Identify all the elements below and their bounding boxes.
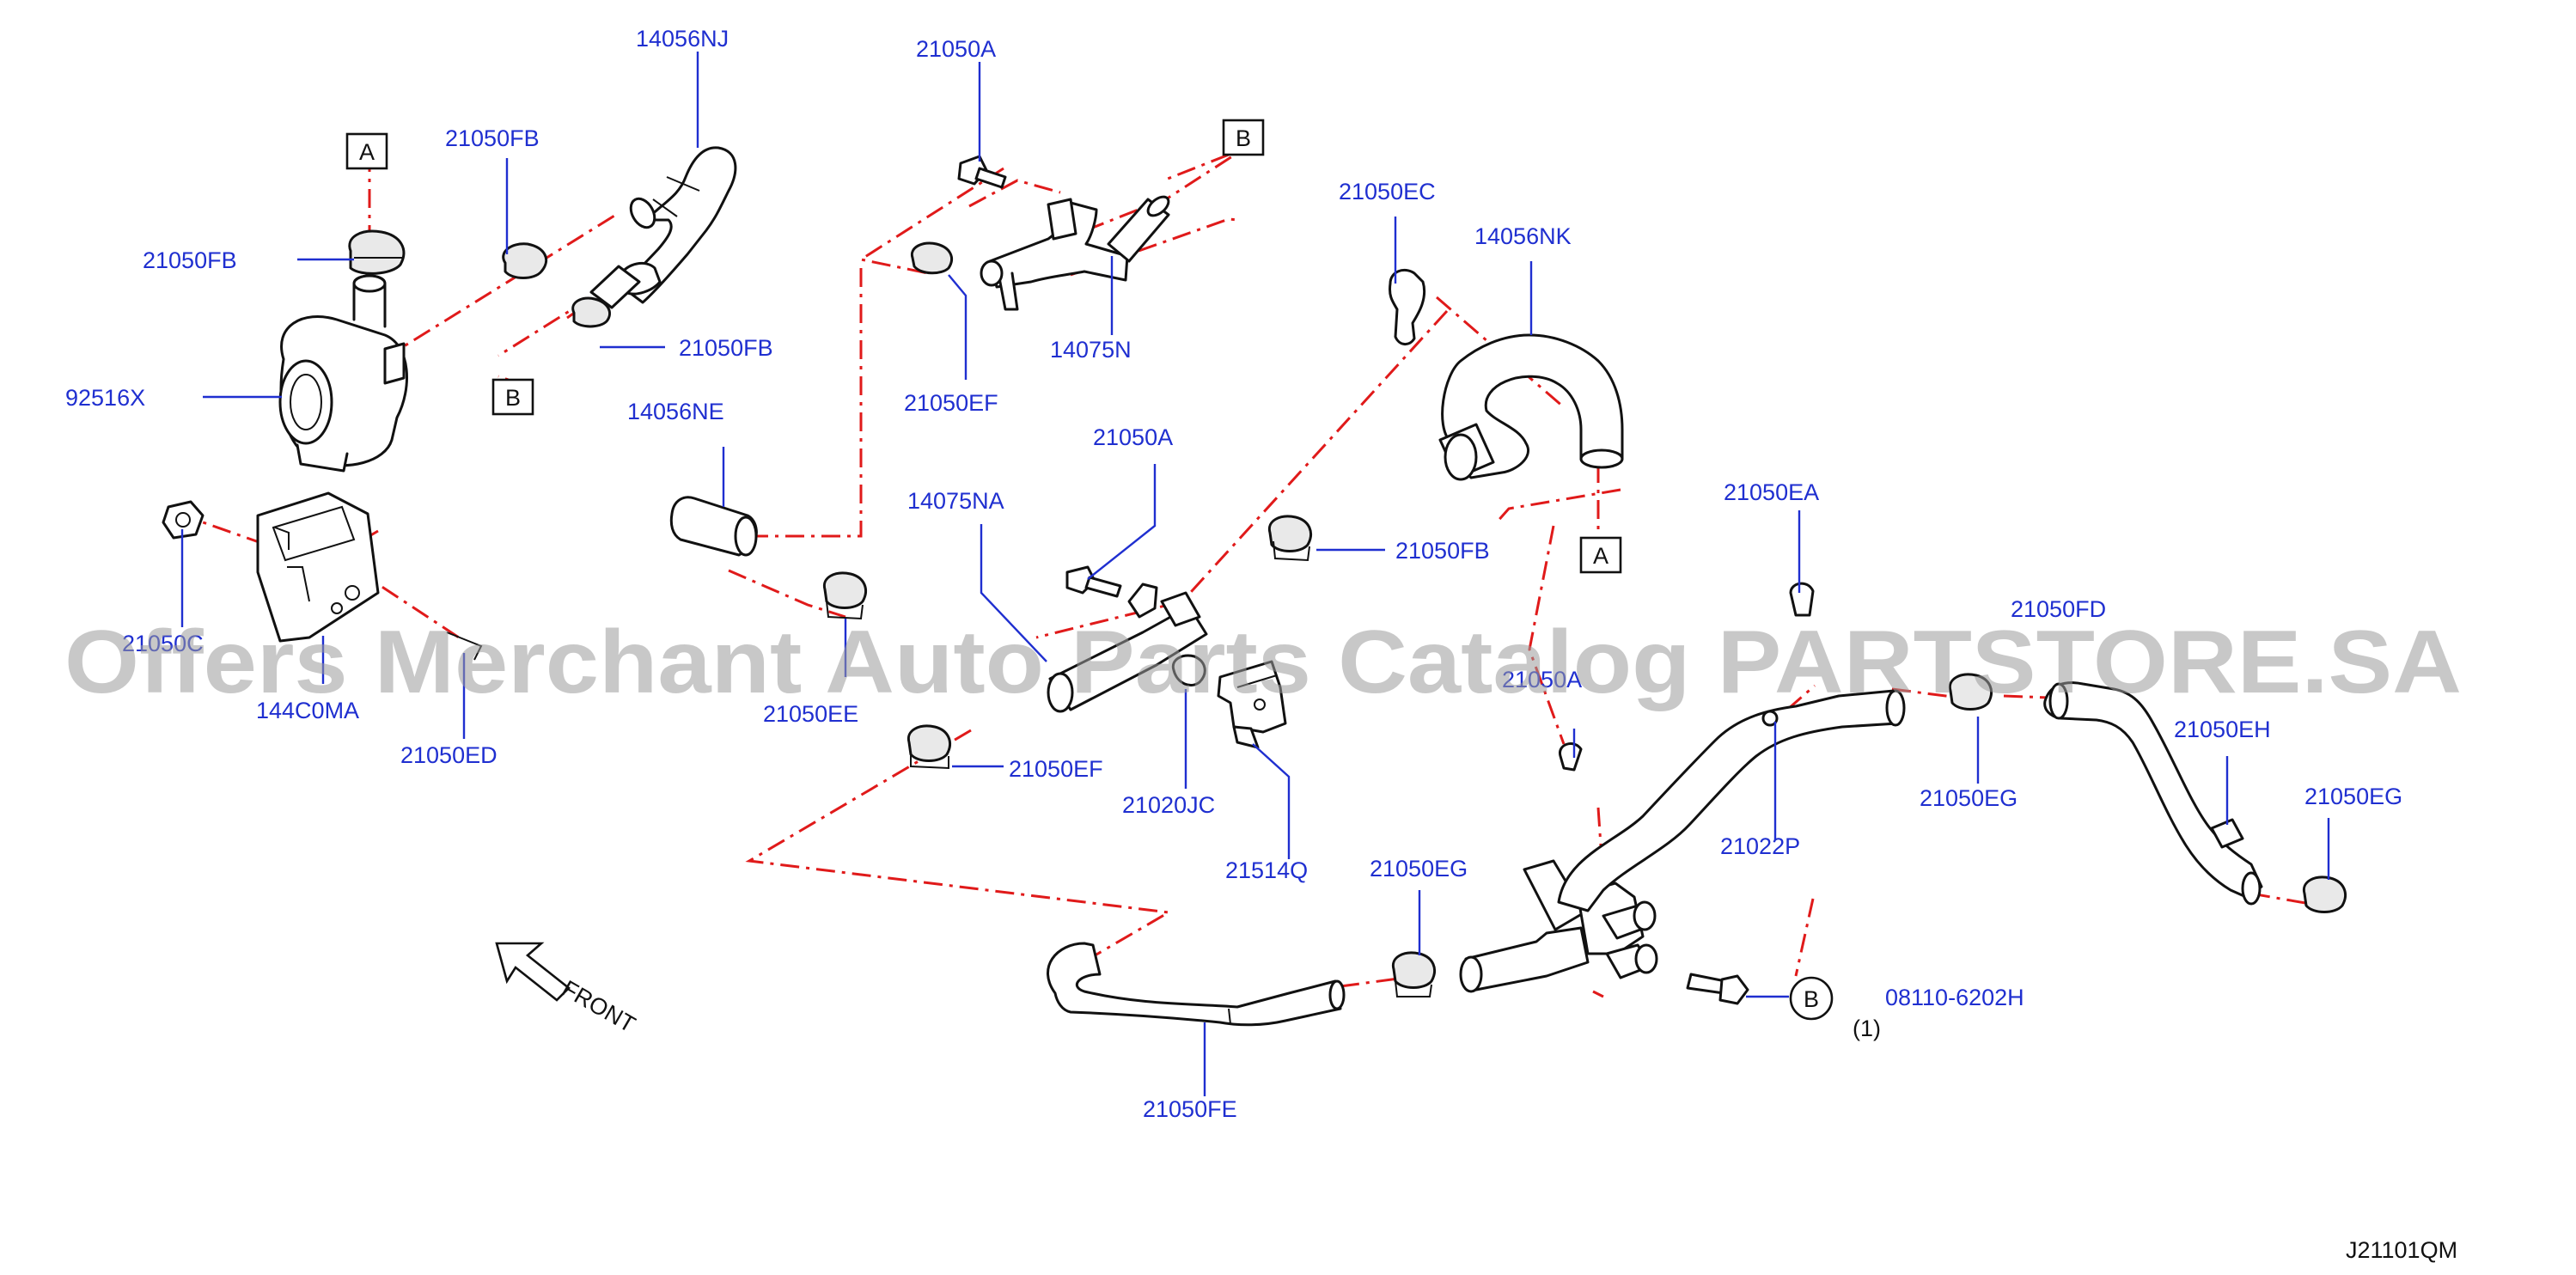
- label-21514q: 21514Q: [1225, 857, 1308, 883]
- label-14056nk: 14056NK: [1474, 223, 1572, 249]
- valve-assembly-92516x: [278, 229, 408, 473]
- front-arrow: FRONT: [495, 942, 640, 1038]
- front-arrow-icon: [495, 942, 571, 1002]
- label-21050ed: 21050ED: [400, 742, 497, 768]
- label-21050fe: 21050FE: [1143, 1096, 1237, 1122]
- ref-box-a-top: [345, 132, 388, 170]
- label-21050fb-top: 21050FB: [445, 125, 540, 151]
- hose-21050fe: [1047, 942, 1436, 1027]
- ref-box-b-top: [1222, 119, 1265, 156]
- label-21050ea: 21050EA: [1724, 479, 1819, 505]
- ref-label-b-circle: B: [1804, 986, 1819, 1012]
- label-21050a-top: 21050A: [916, 36, 996, 62]
- label-21050eg-a: 21050EG: [1370, 856, 1468, 882]
- label-21050a-partial: 21050A: [1502, 667, 1582, 692]
- label-21050fb-right: 21050FB: [1395, 538, 1490, 564]
- label-14075n: 14075N: [1050, 337, 1132, 363]
- parts: [162, 146, 2347, 1027]
- pipe-14075na: [906, 565, 1208, 770]
- label-21050ef-low: 21050EF: [1009, 756, 1103, 782]
- label-21050ec: 21050EC: [1339, 179, 1436, 204]
- label-21050fb-mid: 21050FB: [679, 335, 773, 361]
- label-21050ee: 21050EE: [763, 701, 858, 727]
- ref-box-b-left: [491, 378, 534, 416]
- leader-lines: [180, 52, 2330, 1096]
- ref-box-a-right: [1579, 536, 1622, 574]
- ref-label-a-right: A: [1593, 543, 1608, 569]
- label-21050fb-left: 21050FB: [143, 247, 237, 273]
- label-14056ne: 14056NE: [627, 399, 724, 424]
- label-14056nj: 14056NJ: [636, 26, 729, 52]
- pipe-14075n: [910, 155, 1170, 311]
- ref-label-b-top: B: [1236, 125, 1251, 151]
- label-21050c-partial: 21050C: [122, 631, 204, 656]
- diagram-code: J21101QM: [2346, 1237, 2457, 1263]
- label-21050ef-top: 21050EF: [904, 390, 998, 416]
- pipe-junction-21022p: [1459, 582, 1993, 1005]
- label-21050eh: 21050EH: [2174, 717, 2271, 742]
- ref-label-b-left: B: [505, 385, 521, 411]
- label-21050a-mid: 21050A: [1093, 424, 1173, 450]
- bracket-144c0ma: [162, 491, 483, 661]
- label-144c0ma: 144C0MA: [256, 698, 359, 723]
- label-21020jc: 21020JC: [1122, 792, 1215, 818]
- hose-14056nj: [502, 146, 737, 328]
- label-92516x: 92516X: [65, 385, 145, 411]
- bracket-21514q: [1171, 654, 1287, 749]
- hose-14056nk: [1267, 269, 1624, 562]
- ref-circle-b: [1789, 976, 1834, 1021]
- front-label: FRONT: [558, 975, 640, 1037]
- ref-label-a-top: A: [359, 139, 375, 165]
- quantity-note: (1): [1853, 1016, 1881, 1041]
- watermark: Offers Merchant Auto Parts Catalog PARTS…: [64, 613, 2462, 712]
- label-21050eg-c: 21050EG: [2304, 784, 2402, 809]
- part-labels: 14056NJ 21050FB 21050FB 92516X 21050FB 2…: [65, 26, 2402, 1122]
- label-14075na: 14075NA: [907, 488, 1004, 514]
- hose-14056ne: [669, 496, 867, 620]
- label-21022p: 21022P: [1720, 833, 1800, 859]
- label-08110-6202h: 08110-6202H: [1885, 985, 2024, 1010]
- label-21050eg-b: 21050EG: [1920, 785, 2017, 811]
- reference-markers: A B B A B: [345, 119, 1834, 1021]
- label-21050fd: 21050FD: [2011, 596, 2106, 622]
- hose-21050fd: [2043, 681, 2347, 913]
